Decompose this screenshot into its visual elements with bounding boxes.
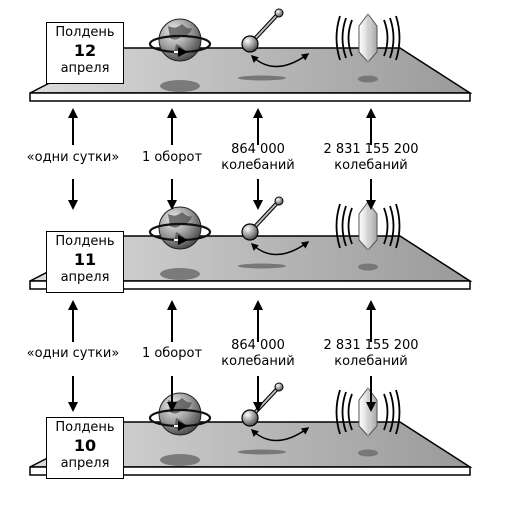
gap-label: 1 оборот [112,150,232,166]
gap-label: «одни сутки» [13,346,133,362]
day-label: «одни сутки» [26,150,120,165]
pendulum-icon [238,196,310,269]
noon-label: Полдень [55,420,115,435]
globe-icon [148,206,212,280]
noon-label: Полдень [55,25,115,40]
noon-label: Полдень [55,234,115,249]
quartz-crystal-icon [335,13,401,83]
day-number: 11 [73,250,97,269]
level-platform [29,382,473,476]
pendulum-icon [238,382,310,455]
month-label: апреля [60,61,110,76]
day-number: 10 [73,436,97,455]
pendulum-count: 864 000 [231,338,285,353]
month-label: апреля [60,270,110,285]
level-platform [29,8,473,102]
pendulum-unit: колебаний [221,158,295,173]
month-label: апреля [60,456,110,471]
day-label: «одни сутки» [26,346,120,361]
crystal-unit: колебаний [334,158,408,173]
pendulum-unit: колебаний [221,354,295,369]
quartz-crystal-icon [335,201,401,271]
gap-label: «одни сутки» [13,150,133,166]
rotation-label: 1 оборот [141,346,203,361]
pendulum-count: 864 000 [231,142,285,157]
crystal-unit: колебаний [334,354,408,369]
crystal-count: 2 831 155 200 [323,338,419,353]
globe-icon [148,18,212,92]
day-number: 12 [73,41,97,60]
crystal-count: 2 831 155 200 [323,142,419,157]
quartz-crystal-icon [335,387,401,457]
gap-label: 1 оборот [112,346,232,362]
pendulum-icon [238,8,310,81]
rotation-label: 1 оборот [141,150,203,165]
